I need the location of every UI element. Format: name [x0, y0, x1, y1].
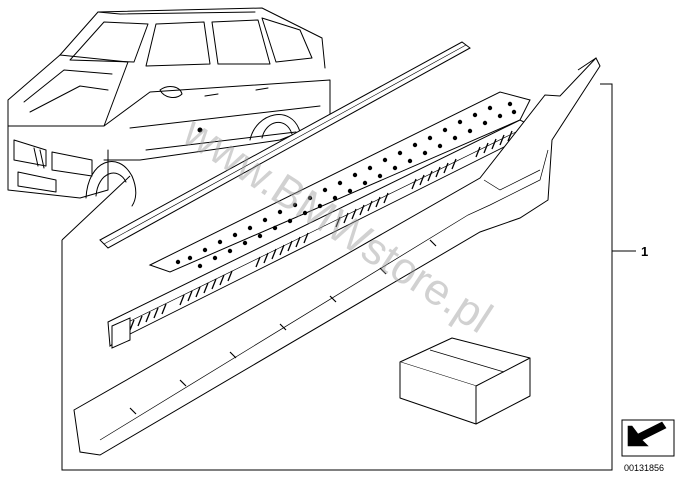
package-box-icon [399, 337, 531, 425]
rail-strip [99, 41, 471, 249]
part-label: 1 [641, 244, 648, 259]
side-sill-panel [73, 57, 601, 456]
arrow-corner-icon [621, 419, 675, 457]
parts-frame [61, 83, 613, 471]
car-outline-icon [7, 7, 331, 207]
diagram-number: 00131856 [624, 463, 664, 473]
step-plate [148, 91, 531, 273]
perforation-holes [175, 101, 517, 269]
